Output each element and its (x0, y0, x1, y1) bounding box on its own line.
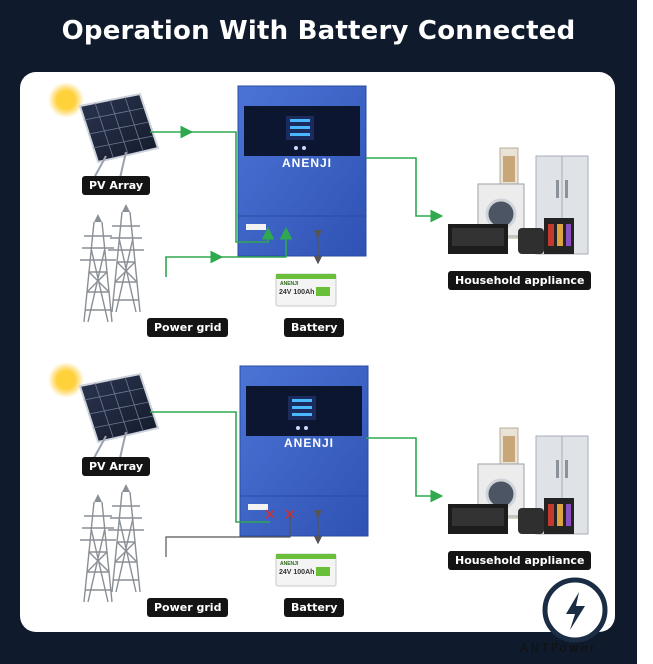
battery-spec: 24V 100Ah (279, 289, 315, 296)
flow-grid-to-inverter-input (220, 226, 293, 258)
battery-brand: ANENJI (280, 561, 299, 567)
pv-array-label: PV Array (82, 457, 151, 476)
page-title: Operation With Battery Connected (61, 16, 576, 46)
disconnect-mark (265, 509, 295, 519)
transmission-tower-icon (107, 483, 145, 593)
flow-inverter-to-appliance (366, 437, 444, 503)
watermark-text: ANTPower (520, 641, 597, 655)
battery-label: Battery (284, 318, 345, 337)
inverter-brand: ANENJI (282, 156, 333, 170)
solar-panel-icon (79, 373, 159, 459)
flow-pv-to-inverter (150, 411, 270, 523)
household-appliance-label: Household appliance (448, 551, 592, 570)
inverter-icon (237, 85, 367, 257)
grid-line-disconnected (165, 514, 291, 557)
appliances-icon (446, 146, 590, 256)
pv-array-label: PV Array (82, 176, 151, 195)
flow-pv-to-inverter-input (190, 131, 275, 243)
flow-inverter-to-appliance (366, 157, 444, 223)
section-2 (48, 362, 590, 603)
sun-icon (48, 362, 84, 398)
inverter-brand: ANENJI (284, 436, 335, 450)
solar-panel-icon (79, 93, 159, 179)
battery-label: Battery (284, 598, 345, 617)
household-appliance-label: Household appliance (448, 271, 592, 290)
sun-icon (48, 82, 84, 118)
power-grid-label: Power grid (147, 318, 229, 337)
transmission-tower-icon (79, 213, 117, 323)
power-grid-label: Power grid (147, 598, 229, 617)
transmission-tower-icon (79, 493, 117, 603)
section-1 (48, 82, 590, 323)
transmission-tower-icon (107, 203, 145, 313)
battery-brand: ANENJI (280, 281, 299, 287)
lightning-logo-icon (542, 577, 608, 643)
battery-spec: 24V 100Ah (279, 569, 315, 576)
appliances-icon (446, 426, 590, 536)
flow-grid-to-inverter (165, 250, 224, 277)
inverter-icon (239, 365, 369, 537)
